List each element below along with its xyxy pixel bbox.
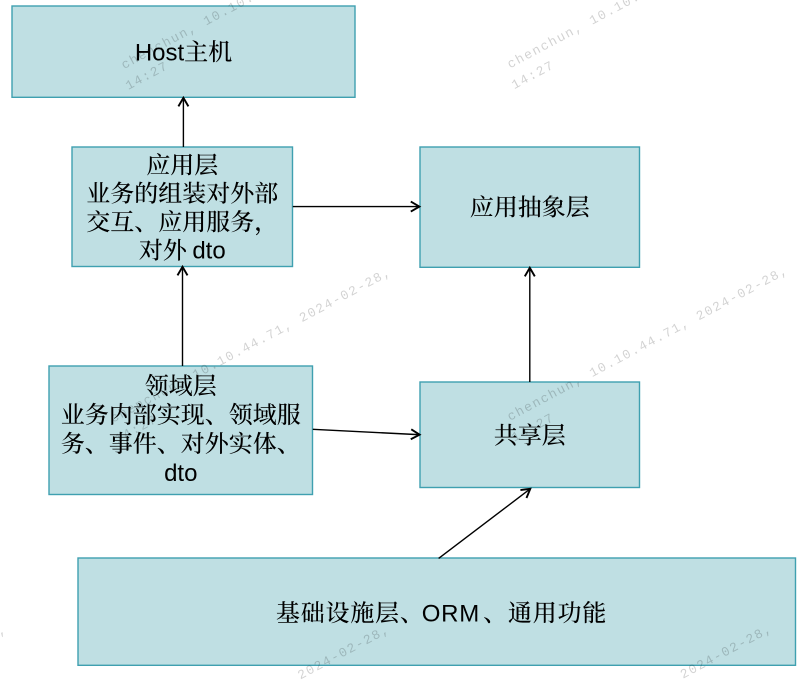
svg-text:dto: dto	[164, 460, 197, 487]
svg-text:ORM: ORM	[422, 600, 480, 627]
svg-text:dto: dto	[192, 238, 225, 265]
